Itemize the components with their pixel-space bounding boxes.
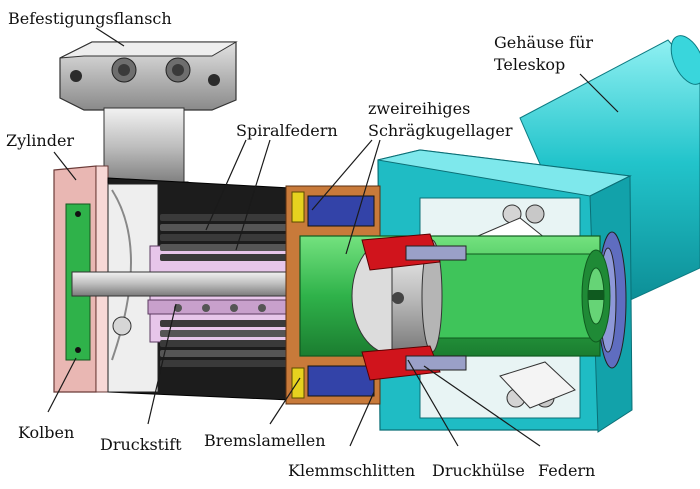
label-lager-line2: Schrägkugellager bbox=[368, 121, 513, 140]
label-klemmschlitten: Klemmschlitten bbox=[288, 461, 415, 480]
leader-spiralfedern-2 bbox=[235, 139, 271, 251]
spiral-springs-upper bbox=[160, 214, 288, 261]
label-befestigungsflansch: Befestigungsflansch bbox=[8, 9, 172, 28]
leader-druckstift bbox=[147, 303, 177, 425]
label-spiralfedern: Spiralfedern bbox=[236, 121, 338, 140]
leader-lager-1 bbox=[311, 139, 373, 211]
label-federn: Federn bbox=[538, 461, 595, 480]
leader-druckhuelse bbox=[407, 359, 459, 447]
leader-kolben bbox=[47, 357, 77, 413]
label-druckstift: Druckstift bbox=[100, 435, 182, 454]
label-gehaeuse-line1: Gehäuse für bbox=[494, 33, 593, 52]
label-kolben: Kolben bbox=[18, 423, 74, 442]
leader-lines bbox=[47, 27, 619, 447]
leader-federn bbox=[423, 365, 541, 447]
leader-befestigungsflansch bbox=[95, 27, 125, 47]
leader-gehaeuse bbox=[579, 73, 619, 113]
label-bremslamellen: Bremslamellen bbox=[204, 431, 326, 450]
label-zylinder: Zylinder bbox=[6, 131, 74, 150]
leader-bremslamellen bbox=[269, 377, 301, 425]
spiral-springs-lower bbox=[160, 320, 288, 367]
mounting-flange bbox=[59, 41, 238, 201]
label-gehaeuse-line2: Teleskop bbox=[494, 55, 565, 74]
label-lager-line1: zweireihiges bbox=[368, 99, 470, 118]
leader-klemmschlitten bbox=[349, 391, 375, 447]
clamp-carriages bbox=[361, 233, 467, 381]
leader-spiralfedern-1 bbox=[205, 139, 247, 231]
leader-zylinder bbox=[53, 151, 77, 181]
leader-lager-2 bbox=[345, 139, 381, 255]
label-druckhuelse: Druckhülse bbox=[432, 461, 525, 480]
